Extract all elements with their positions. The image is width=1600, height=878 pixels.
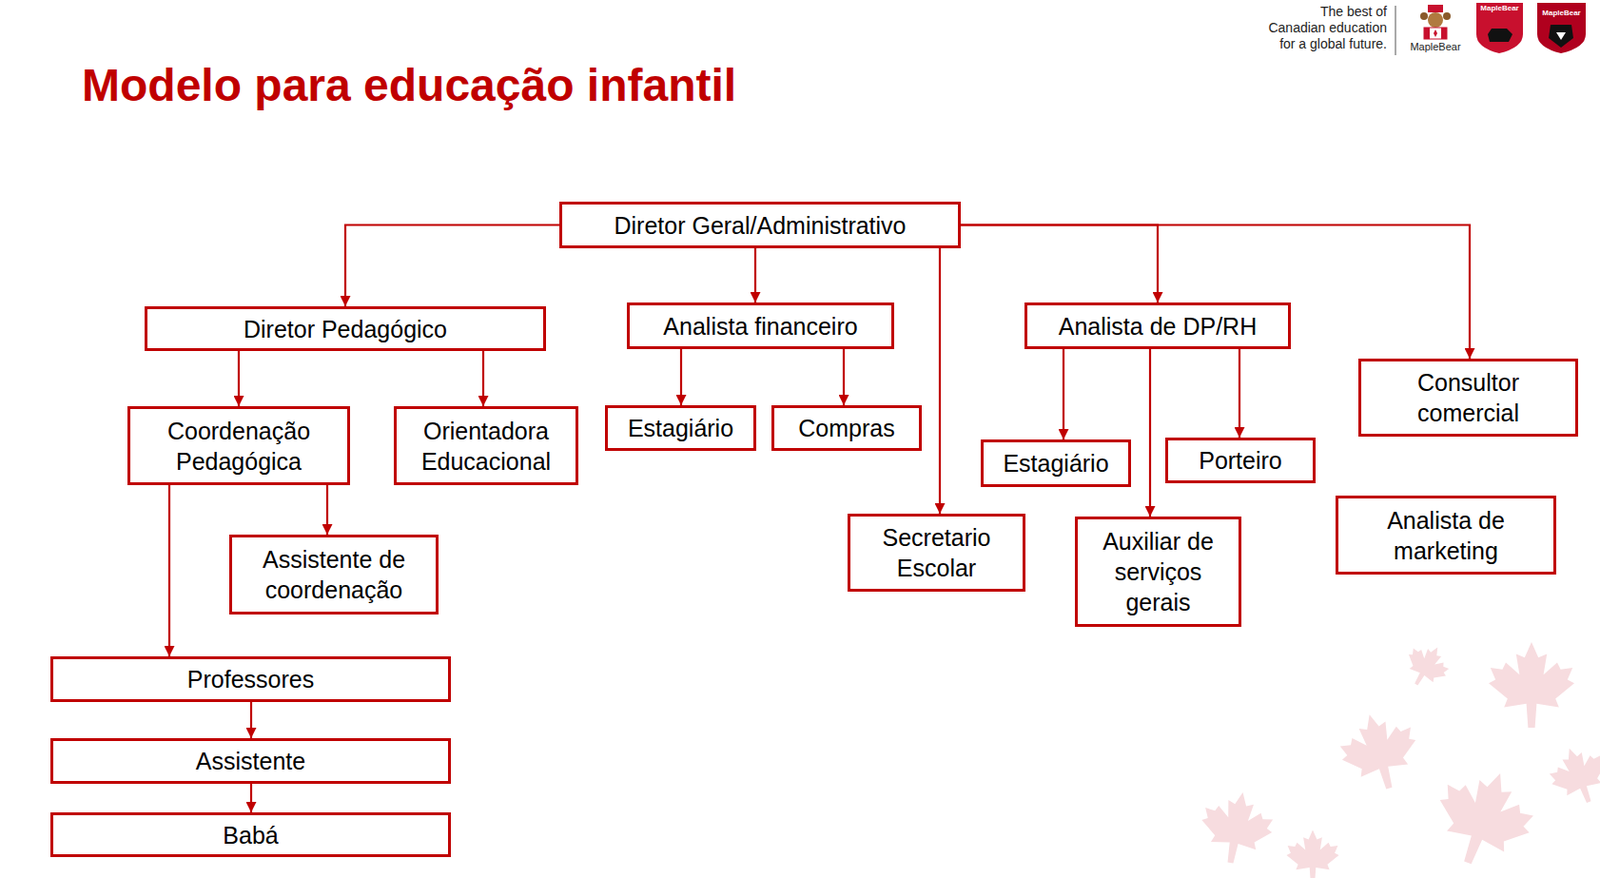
org-box: Auxiliar de serviços gerais <box>1074 516 1242 627</box>
role-name: Diretor Geral/Administrativo <box>573 210 947 241</box>
reporting-arrow <box>168 485 171 657</box>
shield-logo <box>1537 2 1586 54</box>
reporting-arrow <box>250 783 253 813</box>
maple-leaf <box>1488 642 1575 728</box>
maple-leaf-watermark <box>1195 636 1600 878</box>
org-box: Analista de marketing <box>1335 495 1557 575</box>
slide-title: Modelo para educação infantil <box>81 60 737 112</box>
role-name: Professores <box>64 663 437 695</box>
role-name: Babá <box>64 819 437 851</box>
logo-name: MapleBear <box>1476 3 1523 14</box>
maple-leaf <box>1287 830 1340 878</box>
logo-name: MapleBear <box>1402 40 1469 54</box>
org-box: Assistente de coordenação <box>229 534 439 615</box>
maple-leaf <box>1332 704 1426 799</box>
org-box: Analista de DP/RH <box>1024 302 1291 350</box>
reporting-arrow <box>250 702 253 739</box>
reporting-arrow <box>754 248 757 303</box>
role-name: Assistente <box>64 745 437 777</box>
role-name: Compras <box>785 412 908 444</box>
reporting-arrow <box>960 225 1158 304</box>
tagline: Canadian education <box>1217 19 1387 37</box>
maple-leaf <box>1423 757 1545 878</box>
teddy-logo <box>1420 4 1451 40</box>
reporting-arrow <box>938 248 941 514</box>
role-name: Estagiário <box>995 448 1117 479</box>
reporting-arrow <box>1149 349 1152 517</box>
logo-separator <box>1395 5 1397 56</box>
org-box: Orientadora Educacional <box>393 406 579 486</box>
role-name: Consultor comercial <box>1372 367 1564 429</box>
org-box: Consultor comercial <box>1358 358 1579 437</box>
org-box: Analista financeiro <box>626 302 895 350</box>
org-box: Secretario Escolar <box>847 513 1026 592</box>
shield-logo <box>1476 2 1523 54</box>
org-box: Babá <box>50 812 451 858</box>
role-name: Analista de DP/RH <box>1038 311 1277 342</box>
role-name: Secretario Escolar <box>861 522 1012 584</box>
reporting-arrow <box>842 349 845 406</box>
org-box: Compras <box>771 405 922 451</box>
tagline: for a global future. <box>1217 36 1387 53</box>
reporting-arrow <box>960 225 1470 360</box>
org-box: Assistente <box>50 738 451 784</box>
maple-leaf <box>1542 739 1600 813</box>
org-box: Diretor Geral/Administrativo <box>559 201 961 249</box>
org-box: Estagiário <box>980 439 1132 488</box>
org-box: Professores <box>50 656 451 703</box>
reporting-arrow <box>237 351 240 407</box>
org-box: Porteiro <box>1165 437 1316 484</box>
role-name: Orientadora Educacional <box>408 415 565 477</box>
reporting-arrow <box>680 349 683 406</box>
org-box: Coordenação Pedagógica <box>127 406 351 486</box>
reporting-arrow <box>326 485 329 535</box>
role-name: Porteiro <box>1179 445 1302 476</box>
logo-name: MapleBear <box>1537 8 1586 19</box>
maple-leaf <box>1195 786 1279 870</box>
maple-leaf <box>1397 636 1456 695</box>
role-name: Coordenação Pedagógica <box>141 415 336 477</box>
role-name: Estagiário <box>619 412 742 444</box>
role-name: Diretor Pedagógico <box>158 313 532 345</box>
role-name: Assistente de coordenação <box>243 544 425 605</box>
reporting-arrow <box>1062 349 1065 440</box>
org-box: Diretor Pedagógico <box>144 306 547 352</box>
reporting-arrow <box>345 225 560 308</box>
role-name: Analista de marketing <box>1349 505 1542 566</box>
role-name: Auxiliar de serviços gerais <box>1089 526 1228 618</box>
role-name: Analista financeiro <box>641 311 880 342</box>
reporting-arrow <box>1238 349 1241 438</box>
org-box: Estagiário <box>604 405 757 451</box>
tagline: The best of <box>1217 3 1387 20</box>
reporting-arrow <box>482 351 485 407</box>
